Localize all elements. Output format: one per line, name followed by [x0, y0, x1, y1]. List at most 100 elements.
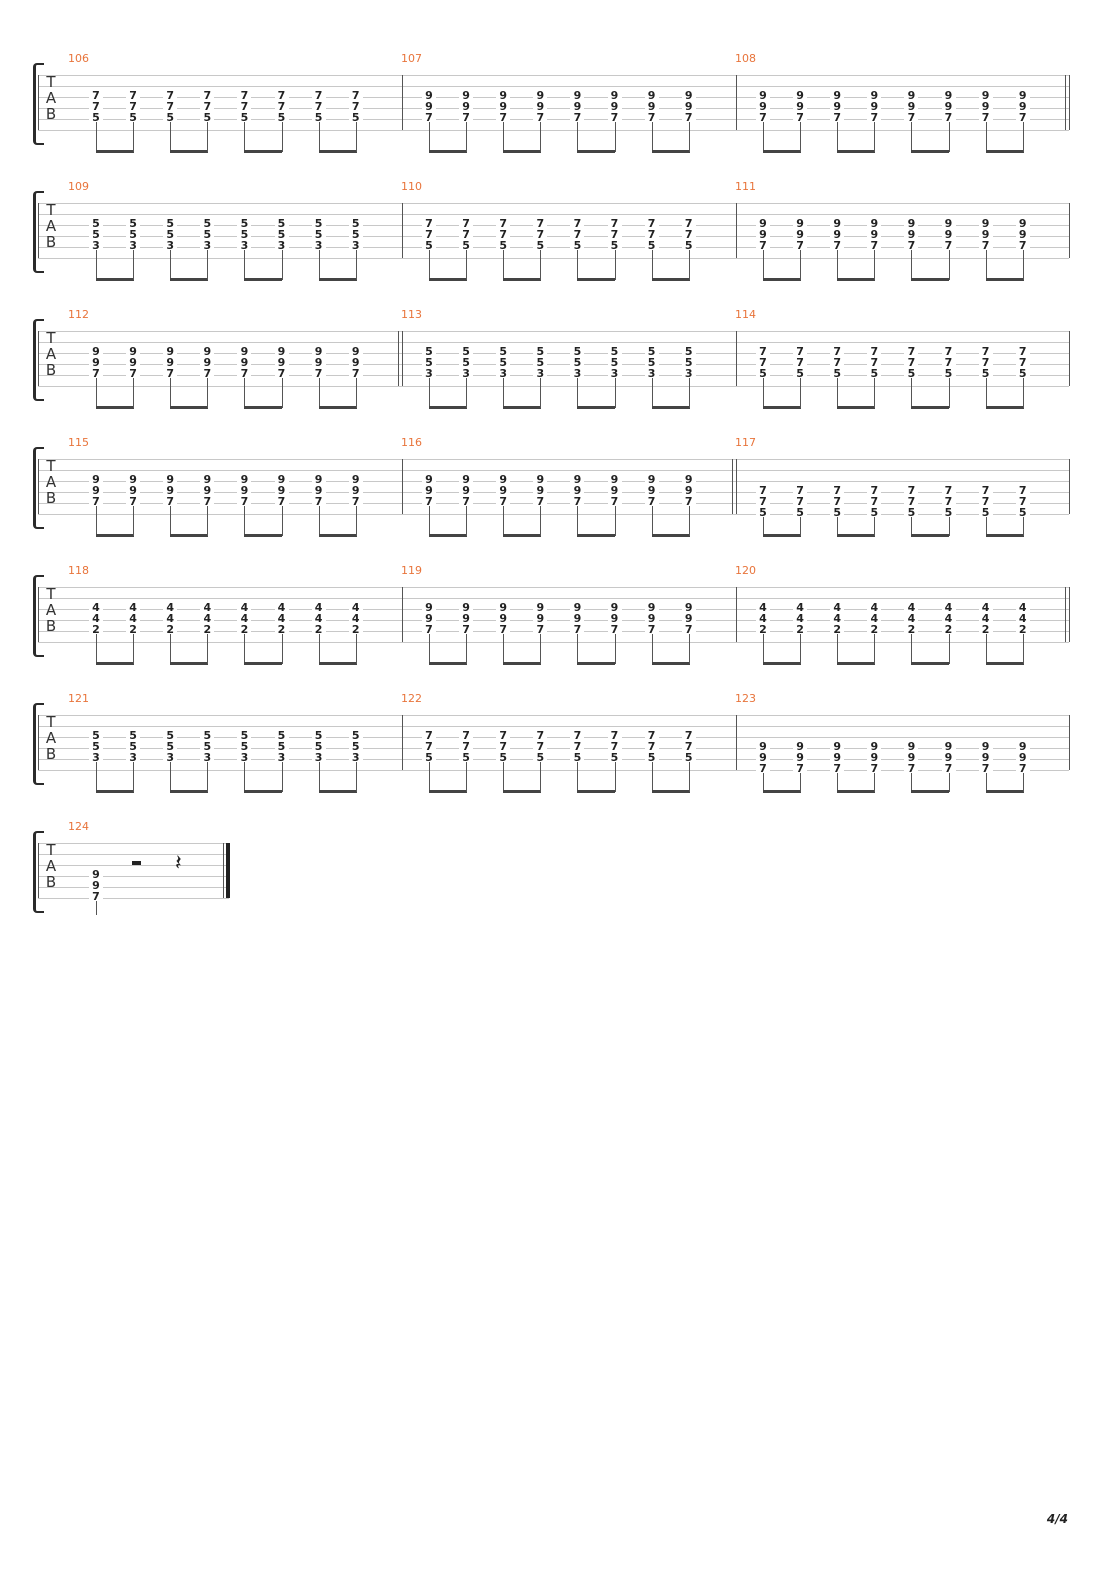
fret-number: 5	[348, 741, 363, 752]
fret-number: 7	[348, 496, 363, 507]
fret-number: 3	[200, 752, 215, 763]
fret-number: 7	[904, 112, 919, 123]
eighth-beam	[429, 662, 468, 665]
eighth-beam	[503, 534, 542, 537]
fret-number: 7	[793, 357, 808, 368]
fret-number: 9	[607, 90, 622, 101]
measure-number: 115	[68, 436, 89, 449]
fret-number: 7	[422, 218, 436, 229]
note-stem	[281, 122, 283, 152]
fret-number: 7	[200, 368, 215, 379]
fret-number: 9	[1015, 90, 1030, 101]
fret-number: 7	[830, 485, 845, 496]
fret-number: 7	[348, 101, 363, 112]
fret-number: 9	[311, 357, 326, 368]
staff-line	[38, 748, 1069, 749]
measure-number: 113	[401, 308, 422, 321]
fret-number: 5	[570, 752, 585, 763]
note-stem	[540, 762, 542, 792]
fret-number: 7	[867, 346, 882, 357]
fret-number: 5	[644, 752, 659, 763]
fret-number: 5	[163, 218, 178, 229]
fret-number: 4	[200, 613, 215, 624]
fret-number: 9	[607, 101, 622, 112]
fret-number: 4	[1015, 613, 1030, 624]
fret-number: 5	[533, 240, 548, 251]
fret-number: 7	[904, 496, 919, 507]
fret-number: 7	[607, 730, 622, 741]
fret-number: 9	[941, 229, 956, 240]
fret-number: 9	[348, 485, 363, 496]
staff-line	[38, 587, 1069, 588]
note-stem	[540, 378, 542, 408]
note-stem	[355, 762, 357, 792]
fret-number: 9	[570, 613, 585, 624]
fret-number: 9	[274, 474, 289, 485]
fret-number: 5	[570, 240, 585, 251]
barline	[223, 843, 224, 898]
fret-number: 7	[756, 485, 770, 496]
eighth-beam	[503, 278, 542, 281]
fret-number: 9	[681, 101, 696, 112]
eighth-beam	[651, 790, 690, 793]
barline	[38, 843, 39, 898]
staff-line	[38, 609, 1069, 610]
fret-number: 7	[681, 730, 696, 741]
fret-number: 4	[126, 602, 141, 613]
fret-number: 9	[459, 101, 474, 112]
eighth-beam	[96, 790, 135, 793]
fret-number: 5	[126, 218, 141, 229]
note-stem	[1022, 773, 1024, 792]
barline	[38, 331, 39, 386]
fret-number: 2	[348, 624, 363, 635]
barline	[1069, 331, 1070, 386]
fret-number: 3	[311, 240, 326, 251]
eighth-beam	[318, 662, 357, 665]
eighth-beam	[577, 406, 616, 409]
fret-number: 5	[89, 218, 103, 229]
fret-number: 3	[274, 752, 289, 763]
fret-number: 7	[941, 763, 956, 774]
note-stem	[466, 122, 468, 152]
fret-number: 5	[274, 730, 289, 741]
note-stem	[244, 122, 246, 152]
fret-number: 9	[422, 613, 436, 624]
fret-number: 5	[644, 357, 659, 368]
fret-number: 5	[607, 240, 622, 251]
fret-number: 7	[348, 90, 363, 101]
eighth-beam	[911, 534, 950, 537]
staff-line	[38, 97, 1069, 98]
fret-number: 7	[459, 741, 474, 752]
tab-clef-letter: A	[45, 601, 57, 619]
fret-number: 3	[274, 240, 289, 251]
fret-number: 9	[793, 218, 808, 229]
eighth-beam	[244, 790, 283, 793]
fret-number: 7	[311, 496, 326, 507]
final-barline	[226, 843, 230, 898]
note-stem	[577, 762, 579, 792]
eighth-beam	[577, 150, 616, 153]
measure-number: 111	[735, 180, 756, 193]
staff-line	[38, 759, 1069, 760]
fret-number: 7	[681, 624, 696, 635]
fret-number: 3	[89, 752, 103, 763]
note-stem	[355, 250, 357, 280]
eighth-beam	[651, 534, 690, 537]
fret-number: 9	[496, 485, 511, 496]
fret-number: 7	[1015, 357, 1030, 368]
barline	[1065, 75, 1066, 130]
fret-number: 7	[644, 496, 659, 507]
fret-number: 9	[941, 101, 956, 112]
fret-number: 9	[89, 357, 103, 368]
fret-number: 5	[681, 752, 696, 763]
note-stem	[800, 634, 802, 664]
fret-number: 7	[126, 368, 141, 379]
fret-number: 4	[978, 613, 993, 624]
note-stem	[688, 250, 690, 280]
barline	[1069, 203, 1070, 258]
eighth-beam	[96, 534, 135, 537]
note-stem	[429, 634, 430, 664]
note-stem	[133, 506, 135, 536]
staff-line	[38, 236, 1069, 237]
fret-number: 9	[89, 880, 103, 891]
